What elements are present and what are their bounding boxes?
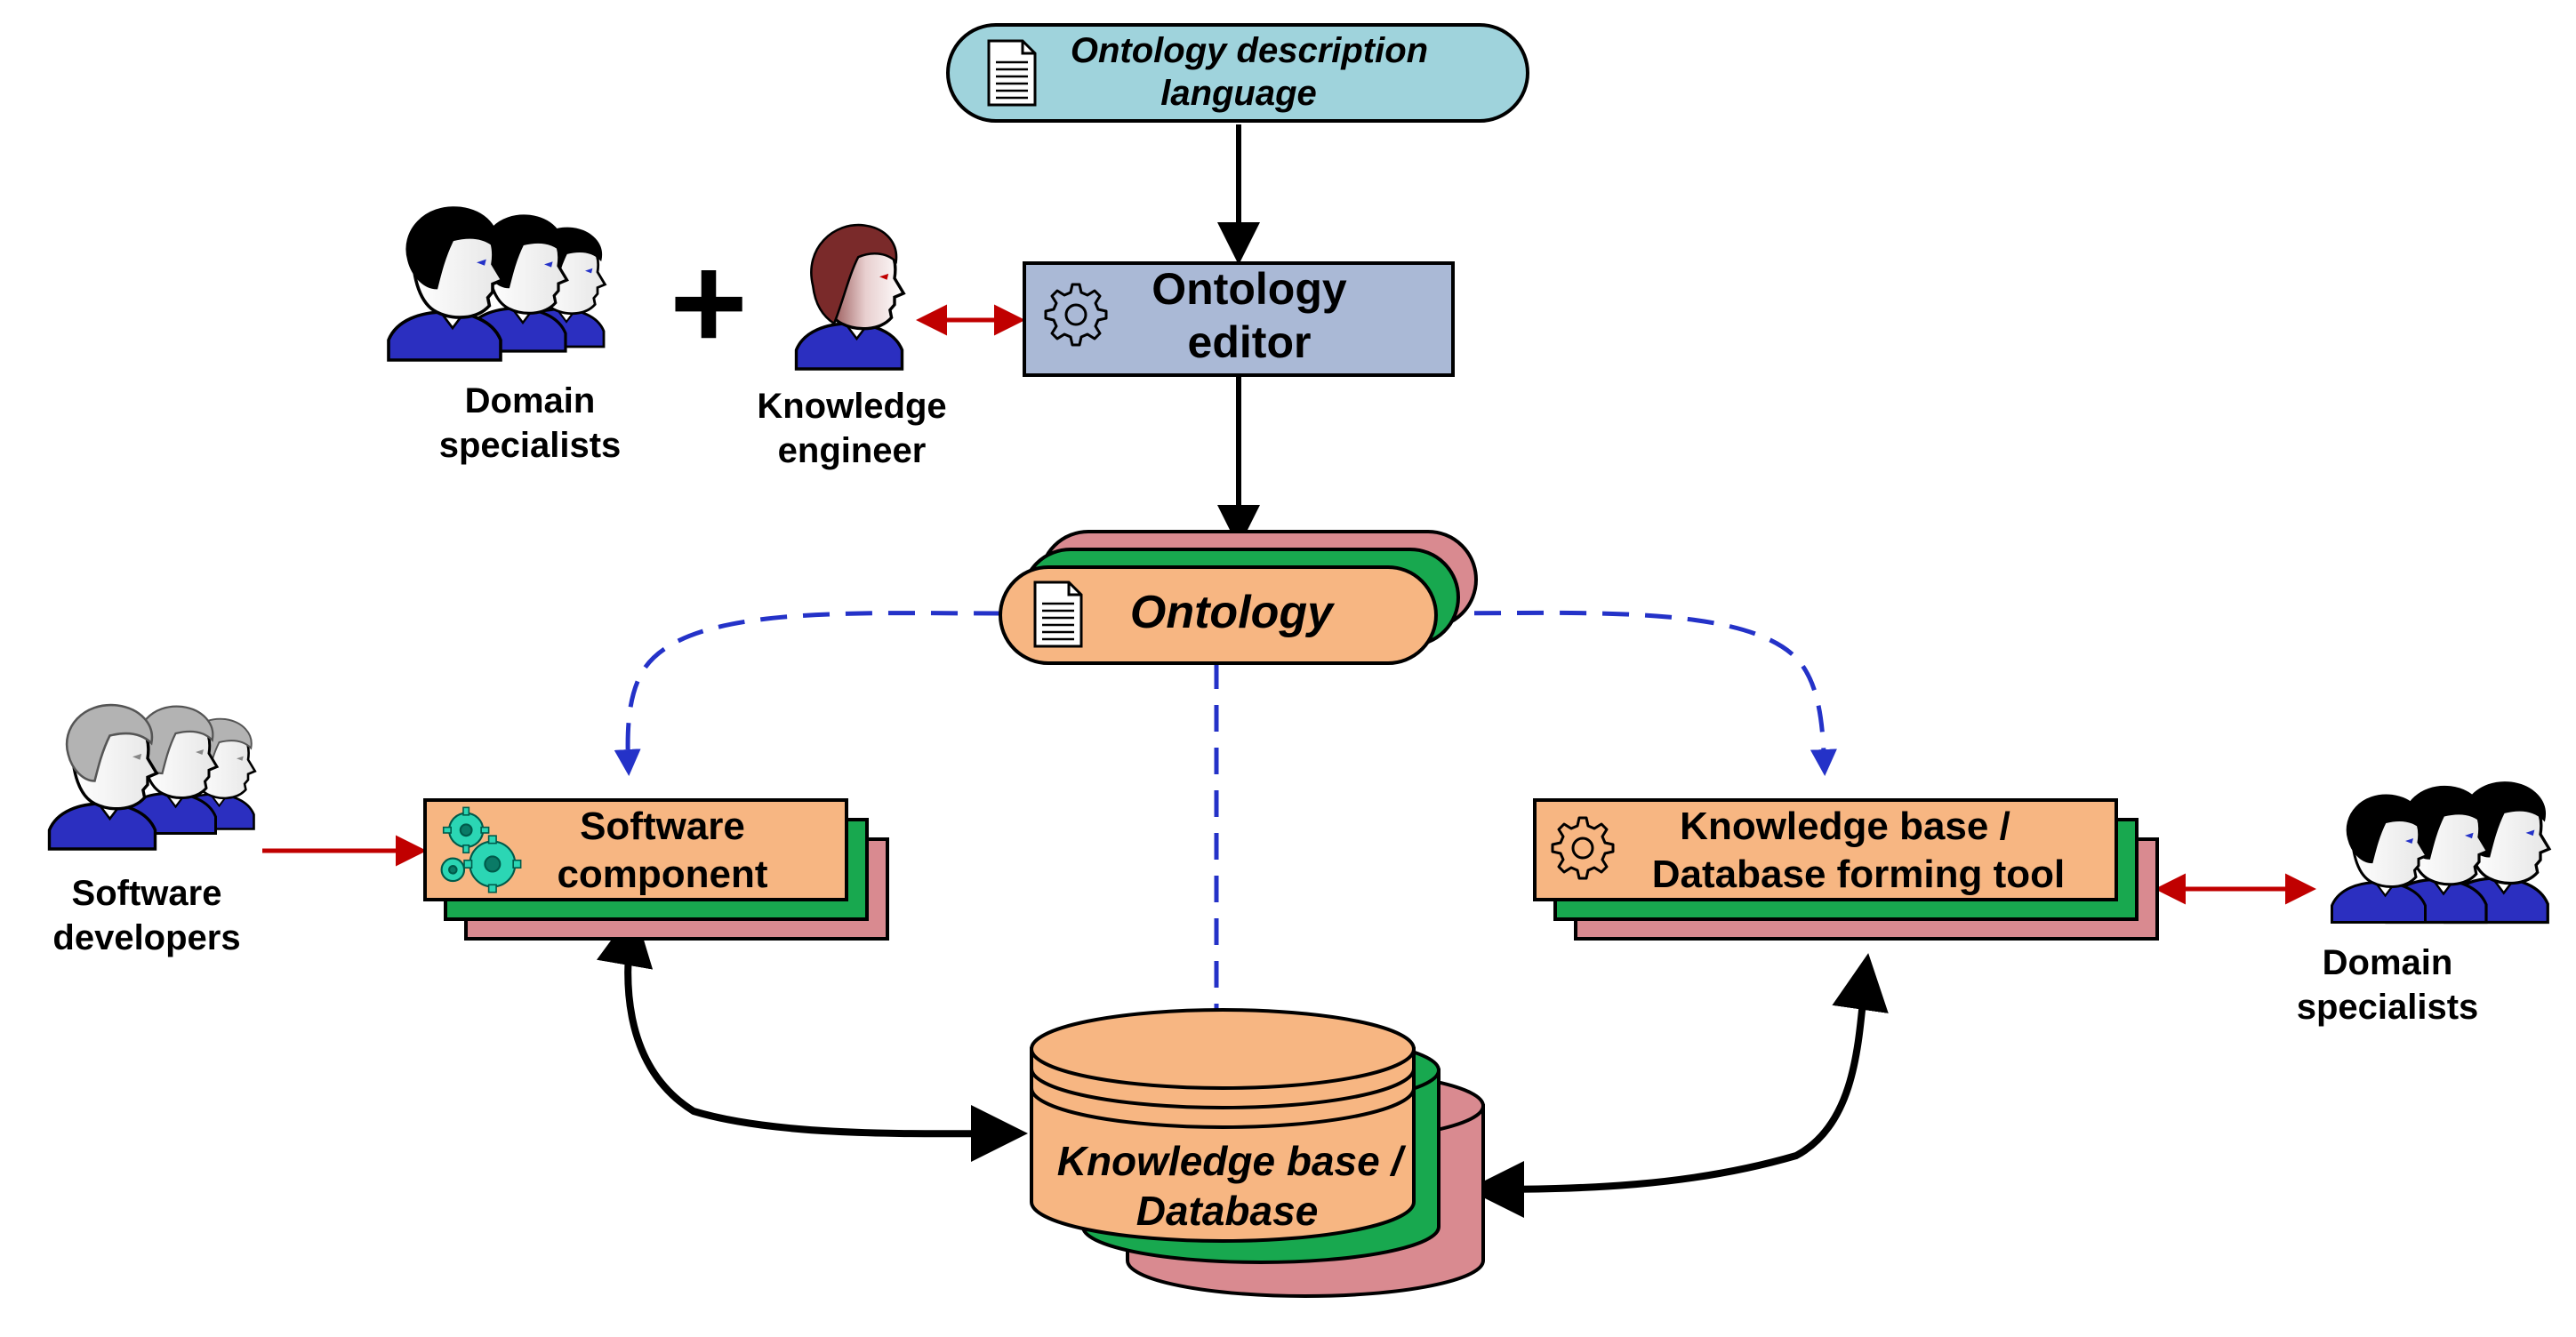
dashed-arrow-ontology-to-software (614, 611, 1001, 776)
ontology-front-layer (999, 565, 1438, 665)
ontology-language-label-1: Ontology description (1071, 31, 1428, 70)
domain-specialists-right-label-1: Domain (2323, 943, 2453, 982)
knowledge-engineer-label-1: Knowledge (757, 387, 946, 426)
person-head-icon (389, 208, 502, 360)
knowledge-base-label-2: Database (1136, 1188, 1319, 1234)
software-developers: Software developers (47, 703, 257, 957)
knowledge-base-label-1: Knowledge base / (1057, 1138, 1407, 1184)
software-component-label-1: Software (580, 805, 745, 848)
domain-specialists-left-label-2: specialists (439, 426, 622, 465)
knowledge-engineer-label-2: engineer (778, 431, 927, 470)
software-component-label-2: component (557, 853, 767, 896)
ontology-editor-label-2: editor (1188, 317, 1312, 367)
ontology-language-node: Ontology description language (946, 23, 1529, 123)
person-head-icon (2330, 793, 2428, 925)
plus-sign: + (670, 228, 748, 377)
kb-front-cylinder (1030, 1008, 1416, 1243)
person-head-icon (47, 703, 159, 851)
ontology-node: Ontology (999, 530, 1478, 665)
knowledge-base-node: Knowledge base / Database (1030, 1008, 1485, 1298)
ontology-editor-node: Ontology editor (1023, 261, 1455, 377)
dashed-arrow-ontology-to-forming-tool (1431, 610, 1837, 776)
arrow-software-to-kb (597, 909, 1028, 1163)
ontology-editor-label-1: Ontology (1152, 264, 1347, 314)
arrow-forming-tool-to-kb (1467, 953, 1889, 1218)
forming-tool-node: Knowledge base / Database forming tool (1533, 798, 2159, 941)
ontology-editor-shape (1023, 261, 1455, 377)
ontology-language-label-2: language (1160, 74, 1317, 113)
forming-tool-label-1: Knowledge base / (1680, 805, 2010, 848)
domain-specialists-left-label-1: Domain (465, 381, 596, 420)
person-head-icon (794, 223, 906, 371)
domain-specialists-right: Domain specialists (2297, 782, 2549, 1027)
document-icon (1033, 580, 1083, 648)
software-developers-label-1: Software (72, 874, 222, 913)
forming-tool-front-layer (1533, 798, 2118, 901)
knowledge-engineer: Knowledge engineer (757, 223, 947, 470)
software-developers-label-2: developers (52, 918, 240, 957)
domain-specialists-right-label-2: specialists (2297, 988, 2479, 1027)
ontology-language-shape (946, 23, 1529, 123)
document-icon (987, 39, 1037, 107)
arrows-layer (262, 124, 2316, 1218)
domain-specialists-left: Domain specialists (389, 208, 621, 465)
software-component-node: Software component (423, 798, 889, 941)
ontology-label: Ontology (1130, 587, 1336, 638)
forming-tool-label-2: Database forming tool (1652, 853, 2066, 896)
